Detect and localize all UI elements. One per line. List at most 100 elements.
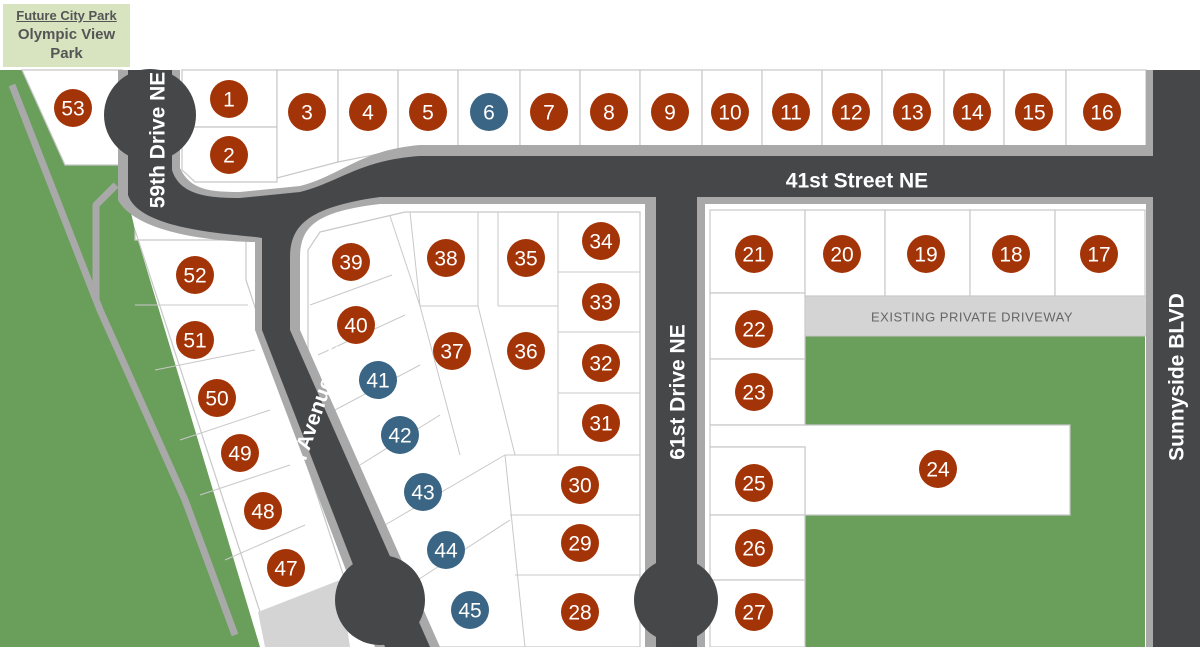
lot-marker-circle[interactable] bbox=[332, 243, 370, 281]
lot-marker-14[interactable]: 14 bbox=[953, 93, 991, 131]
lot-marker-40[interactable]: 40 bbox=[337, 306, 375, 344]
lot-marker-33[interactable]: 33 bbox=[582, 283, 620, 321]
lot-marker-circle[interactable] bbox=[735, 373, 773, 411]
lot-marker-circle[interactable] bbox=[561, 524, 599, 562]
lot-marker-53[interactable]: 53 bbox=[54, 89, 92, 127]
lot-marker-circle[interactable] bbox=[735, 235, 773, 273]
lot-marker-circle[interactable] bbox=[267, 549, 305, 587]
lot-marker-6[interactable]: 6 bbox=[470, 93, 508, 131]
lot-marker-16[interactable]: 16 bbox=[1083, 93, 1121, 131]
lot-marker-41[interactable]: 41 bbox=[359, 361, 397, 399]
lot-marker-48[interactable]: 48 bbox=[244, 492, 282, 530]
lot-marker-11[interactable]: 11 bbox=[772, 93, 810, 131]
lot-marker-circle[interactable] bbox=[198, 379, 236, 417]
lot-marker-circle[interactable] bbox=[404, 473, 442, 511]
lot-marker-circle[interactable] bbox=[582, 404, 620, 442]
lot-marker-19[interactable]: 19 bbox=[907, 235, 945, 273]
lot-marker-circle[interactable] bbox=[381, 416, 419, 454]
lot-marker-1[interactable]: 1 bbox=[210, 80, 248, 118]
lot-marker-5[interactable]: 5 bbox=[409, 93, 447, 131]
lot-marker-29[interactable]: 29 bbox=[561, 524, 599, 562]
lot-marker-49[interactable]: 49 bbox=[221, 434, 259, 472]
lot-marker-52[interactable]: 52 bbox=[176, 256, 214, 294]
lot-marker-39[interactable]: 39 bbox=[332, 243, 370, 281]
lot-marker-circle[interactable] bbox=[919, 450, 957, 488]
lot-marker-circle[interactable] bbox=[711, 93, 749, 131]
lot-marker-8[interactable]: 8 bbox=[590, 93, 628, 131]
lot-marker-21[interactable]: 21 bbox=[735, 235, 773, 273]
lot-marker-26[interactable]: 26 bbox=[735, 529, 773, 567]
lot-marker-circle[interactable] bbox=[1015, 93, 1053, 131]
lot-marker-circle[interactable] bbox=[507, 239, 545, 277]
lot-marker-28[interactable]: 28 bbox=[561, 593, 599, 631]
lot-marker-circle[interactable] bbox=[823, 235, 861, 273]
lot-marker-circle[interactable] bbox=[561, 593, 599, 631]
lot-marker-circle[interactable] bbox=[735, 464, 773, 502]
lot-marker-18[interactable]: 18 bbox=[992, 235, 1030, 273]
lot-marker-51[interactable]: 51 bbox=[176, 321, 214, 359]
lot-marker-37[interactable]: 37 bbox=[433, 332, 471, 370]
lot-marker-circle[interactable] bbox=[832, 93, 870, 131]
lot-marker-20[interactable]: 20 bbox=[823, 235, 861, 273]
lot-marker-circle[interactable] bbox=[992, 235, 1030, 273]
lot-marker-43[interactable]: 43 bbox=[404, 473, 442, 511]
lot-marker-15[interactable]: 15 bbox=[1015, 93, 1053, 131]
lot-marker-circle[interactable] bbox=[582, 222, 620, 260]
lot-marker-circle[interactable] bbox=[409, 93, 447, 131]
lot-marker-circle[interactable] bbox=[210, 80, 248, 118]
lot-marker-circle[interactable] bbox=[221, 434, 259, 472]
lot-marker-circle[interactable] bbox=[590, 93, 628, 131]
lot-marker-34[interactable]: 34 bbox=[582, 222, 620, 260]
lot-marker-circle[interactable] bbox=[772, 93, 810, 131]
lot-marker-27[interactable]: 27 bbox=[735, 593, 773, 631]
lot-marker-35[interactable]: 35 bbox=[507, 239, 545, 277]
lot-marker-circle[interactable] bbox=[451, 591, 489, 629]
lot-marker-32[interactable]: 32 bbox=[582, 344, 620, 382]
lot-marker-circle[interactable] bbox=[433, 332, 471, 370]
lot-marker-circle[interactable] bbox=[735, 529, 773, 567]
lot-marker-45[interactable]: 45 bbox=[451, 591, 489, 629]
lot-marker-circle[interactable] bbox=[210, 136, 248, 174]
lot-marker-23[interactable]: 23 bbox=[735, 373, 773, 411]
lot-marker-9[interactable]: 9 bbox=[651, 93, 689, 131]
lot-marker-circle[interactable] bbox=[337, 306, 375, 344]
lot-marker-30[interactable]: 30 bbox=[561, 466, 599, 504]
lot-marker-circle[interactable] bbox=[470, 93, 508, 131]
lot-marker-42[interactable]: 42 bbox=[381, 416, 419, 454]
lot-marker-50[interactable]: 50 bbox=[198, 379, 236, 417]
lot-marker-44[interactable]: 44 bbox=[427, 531, 465, 569]
lot-marker-25[interactable]: 25 bbox=[735, 464, 773, 502]
lot-marker-36[interactable]: 36 bbox=[507, 332, 545, 370]
lot-marker-10[interactable]: 10 bbox=[711, 93, 749, 131]
lot-marker-circle[interactable] bbox=[176, 321, 214, 359]
lot-marker-12[interactable]: 12 bbox=[832, 93, 870, 131]
lot-marker-7[interactable]: 7 bbox=[530, 93, 568, 131]
lot-marker-circle[interactable] bbox=[54, 89, 92, 127]
lot-marker-circle[interactable] bbox=[427, 531, 465, 569]
lot-marker-13[interactable]: 13 bbox=[893, 93, 931, 131]
lot-marker-circle[interactable] bbox=[651, 93, 689, 131]
lot-marker-circle[interactable] bbox=[530, 93, 568, 131]
lot-marker-circle[interactable] bbox=[1080, 235, 1118, 273]
lot-marker-31[interactable]: 31 bbox=[582, 404, 620, 442]
lot-marker-circle[interactable] bbox=[893, 93, 931, 131]
lot-marker-2[interactable]: 2 bbox=[210, 136, 248, 174]
lot-marker-circle[interactable] bbox=[907, 235, 945, 273]
lot-marker-circle[interactable] bbox=[507, 332, 545, 370]
lot-marker-circle[interactable] bbox=[735, 593, 773, 631]
lot-marker-circle[interactable] bbox=[349, 93, 387, 131]
lot-marker-circle[interactable] bbox=[735, 310, 773, 348]
lot-marker-circle[interactable] bbox=[359, 361, 397, 399]
lot-marker-47[interactable]: 47 bbox=[267, 549, 305, 587]
lot-marker-circle[interactable] bbox=[427, 239, 465, 277]
lot-marker-circle[interactable] bbox=[953, 93, 991, 131]
lot-marker-24[interactable]: 24 bbox=[919, 450, 957, 488]
lot-marker-circle[interactable] bbox=[582, 344, 620, 382]
lot-marker-circle[interactable] bbox=[176, 256, 214, 294]
lot-marker-3[interactable]: 3 bbox=[288, 93, 326, 131]
lot-marker-circle[interactable] bbox=[288, 93, 326, 131]
lot-marker-38[interactable]: 38 bbox=[427, 239, 465, 277]
lot-marker-circle[interactable] bbox=[244, 492, 282, 530]
lot-marker-circle[interactable] bbox=[1083, 93, 1121, 131]
lot-marker-22[interactable]: 22 bbox=[735, 310, 773, 348]
